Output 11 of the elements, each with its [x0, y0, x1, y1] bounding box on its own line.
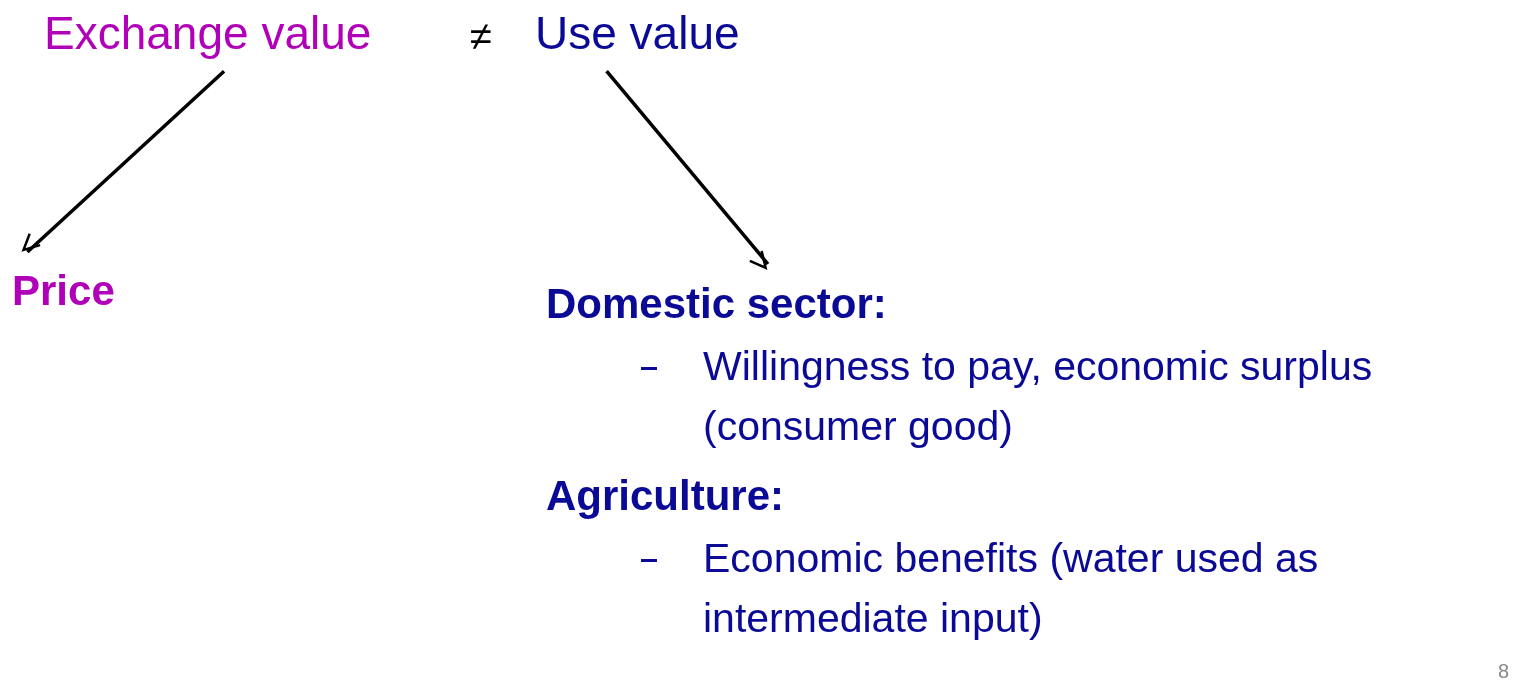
term-text: Use value — [535, 6, 740, 62]
arrow — [23, 69, 226, 254]
section-heading: Agriculture: — [546, 471, 785, 521]
not-equal-sign: ≠ — [470, 14, 492, 59]
list-item-text: Economic benefits (water used as intermediate input) — [703, 535, 1319, 641]
term-text: Price — [12, 266, 115, 317]
arrow — [605, 70, 770, 269]
page-number: 8 — [1498, 660, 1510, 683]
term-text: Exchange value — [44, 6, 372, 62]
list-item-text: Willingness to pay, economic surplus (consumer good) — [703, 343, 1373, 449]
section-heading: Domestic sector: — [546, 279, 888, 329]
